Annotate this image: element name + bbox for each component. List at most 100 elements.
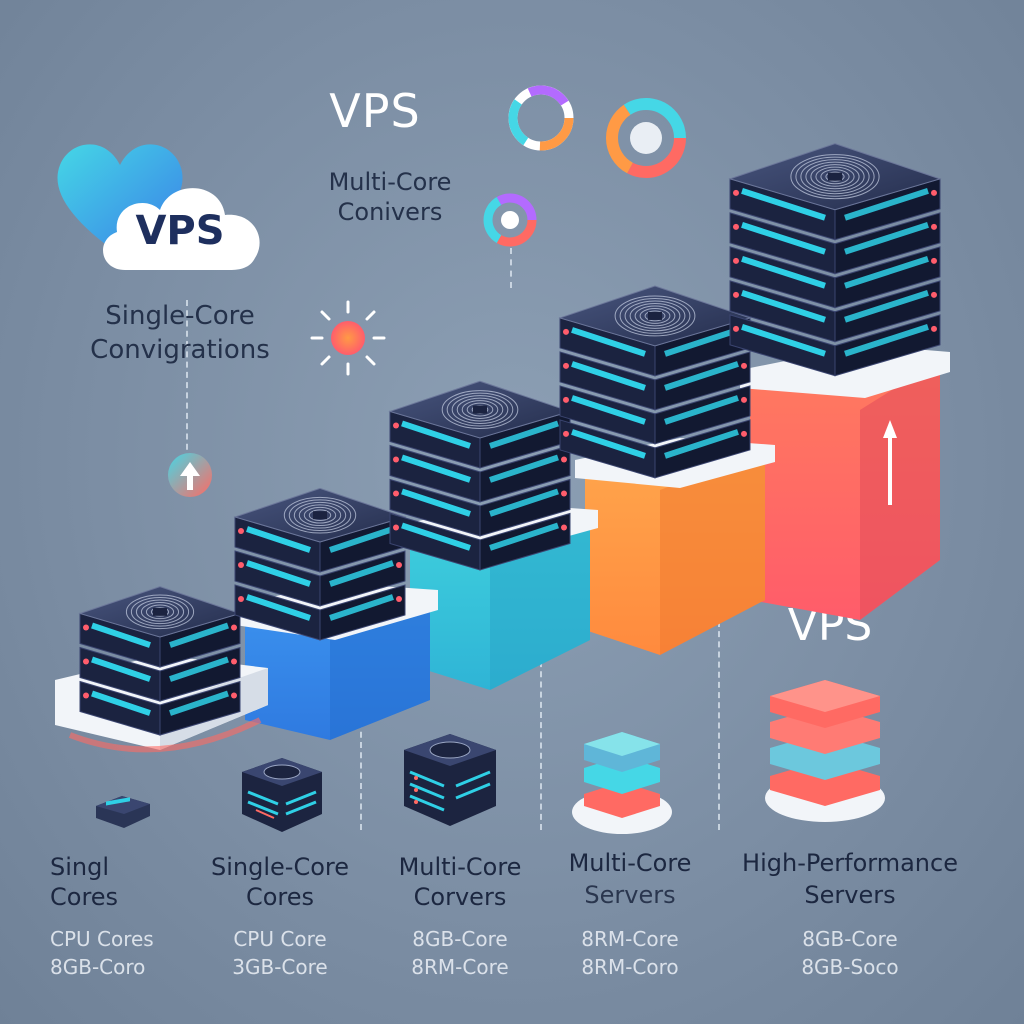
fan-ring <box>634 305 676 327</box>
fan-ring <box>815 166 855 187</box>
fan-ring <box>810 164 860 190</box>
tier-5-label-line1: High-Performance <box>742 849 958 877</box>
cloud-icon <box>103 188 260 270</box>
fan-ring <box>283 496 357 534</box>
tier-5-spec-line1: 8GB-Core <box>802 927 898 951</box>
sun-icon <box>310 300 386 376</box>
tier-2-spec-line2: 3GB-Core <box>232 955 328 979</box>
fan-ring <box>820 169 850 185</box>
single-core-caption-line2: Convigrations <box>90 335 270 365</box>
pillar-red <box>740 345 950 620</box>
top-heading: VPS <box>329 84 421 138</box>
fan-ring <box>298 504 342 527</box>
fan-ring <box>441 390 519 429</box>
server-stack-icon <box>233 487 407 641</box>
server-unit <box>729 246 941 309</box>
fan-ring <box>644 310 666 322</box>
fan-hub <box>473 405 487 414</box>
layered-stack-icon <box>572 732 672 834</box>
server-unit <box>389 410 571 469</box>
fan-ring <box>135 599 185 625</box>
server-unit <box>234 584 406 641</box>
server-stack-icon <box>558 285 752 479</box>
fan-ring <box>629 302 681 329</box>
fan-ring <box>150 607 170 617</box>
server-unit <box>389 478 571 537</box>
server-cube-icon <box>404 734 496 826</box>
fan-ring <box>466 402 494 417</box>
fan-ring <box>130 597 190 627</box>
fan-ring <box>825 171 845 182</box>
tier-4-spec-line1: 8RM-Core <box>581 927 679 951</box>
server-unit <box>559 385 751 445</box>
tier-3-label-line2: Corvers <box>413 883 507 911</box>
fan-ring <box>456 397 504 422</box>
fan-ring <box>639 307 671 324</box>
tier-5-spec-line2: 8GB-Soco <box>801 955 899 979</box>
server-unit <box>729 178 941 241</box>
ring-icon <box>483 193 537 247</box>
multi-core-caption-line1: Multi-Core <box>328 168 452 196</box>
tier-2-label-line1: Single-Core <box>211 853 349 881</box>
fan-ring <box>446 392 514 427</box>
server-unit <box>729 280 941 343</box>
server-unit <box>559 351 751 411</box>
guide-line <box>510 248 512 288</box>
fan-ring <box>303 506 337 524</box>
tier-2-label-line2: Cores <box>245 883 315 911</box>
fan-ring <box>145 604 175 620</box>
fan-ring <box>125 594 195 630</box>
tier-4-label-line2: Servers <box>584 881 676 909</box>
tier-4-spec-line2: 8RM-Coro <box>581 955 679 979</box>
server-unit <box>729 314 941 377</box>
multi-core-caption-line2: Conivers <box>337 198 443 226</box>
fan-hub <box>828 172 842 181</box>
fan-hub <box>153 607 167 616</box>
tier-3-spec-line2: 8RM-Core <box>411 955 509 979</box>
guide-line <box>360 660 362 830</box>
tier-2-spec-line1: CPU Core <box>233 927 327 951</box>
server-unit <box>389 512 571 571</box>
server-unit <box>234 550 406 607</box>
server-unit <box>559 419 751 479</box>
tier-5-label-line2: Servers <box>804 881 896 909</box>
server-cube-icon <box>242 758 322 832</box>
fan-ring <box>619 297 691 334</box>
fan-ring <box>624 300 686 332</box>
ring-icon <box>606 98 686 178</box>
guide-line <box>186 300 188 460</box>
fan-ring <box>288 499 352 532</box>
fan-ring <box>308 509 332 522</box>
fan-ring <box>451 395 509 424</box>
server-unit <box>79 646 241 702</box>
cloud-heading: VPS <box>135 208 225 254</box>
guide-line <box>540 600 542 830</box>
tier-1-label-line2: Cores <box>50 883 119 911</box>
tier-1-spec-line2: 8GB-Coro <box>50 955 146 979</box>
ring-icon <box>508 85 574 151</box>
fan-ring <box>461 400 499 419</box>
single-core-caption-line1: Single-Core <box>105 301 255 331</box>
fan-ring <box>140 602 180 622</box>
tier-3-spec-line1: 8GB-Core <box>412 927 508 951</box>
server-unit <box>559 317 751 377</box>
fan-ring <box>795 156 875 197</box>
fan-hub <box>648 311 662 320</box>
fan-ring <box>805 161 865 192</box>
tier-1-spec-line1: CPU Cores <box>50 927 154 951</box>
up-arrow-icon <box>168 453 212 497</box>
fan-hub <box>313 511 327 520</box>
fan-ring <box>293 501 347 529</box>
fan-ring <box>614 295 696 337</box>
server-unit <box>79 680 241 736</box>
tier-3-label-line1: Multi-Core <box>398 853 522 881</box>
tier-1-label-line1: Singl <box>50 853 110 881</box>
mini-server-icon <box>96 796 150 828</box>
server-stack-icon <box>78 586 242 736</box>
layered-stack-icon <box>765 680 885 822</box>
tier-4-label-line1: Multi-Core <box>568 849 692 877</box>
guide-line <box>718 550 720 830</box>
server-stack-icon <box>728 143 942 377</box>
fan-ring <box>790 154 880 200</box>
